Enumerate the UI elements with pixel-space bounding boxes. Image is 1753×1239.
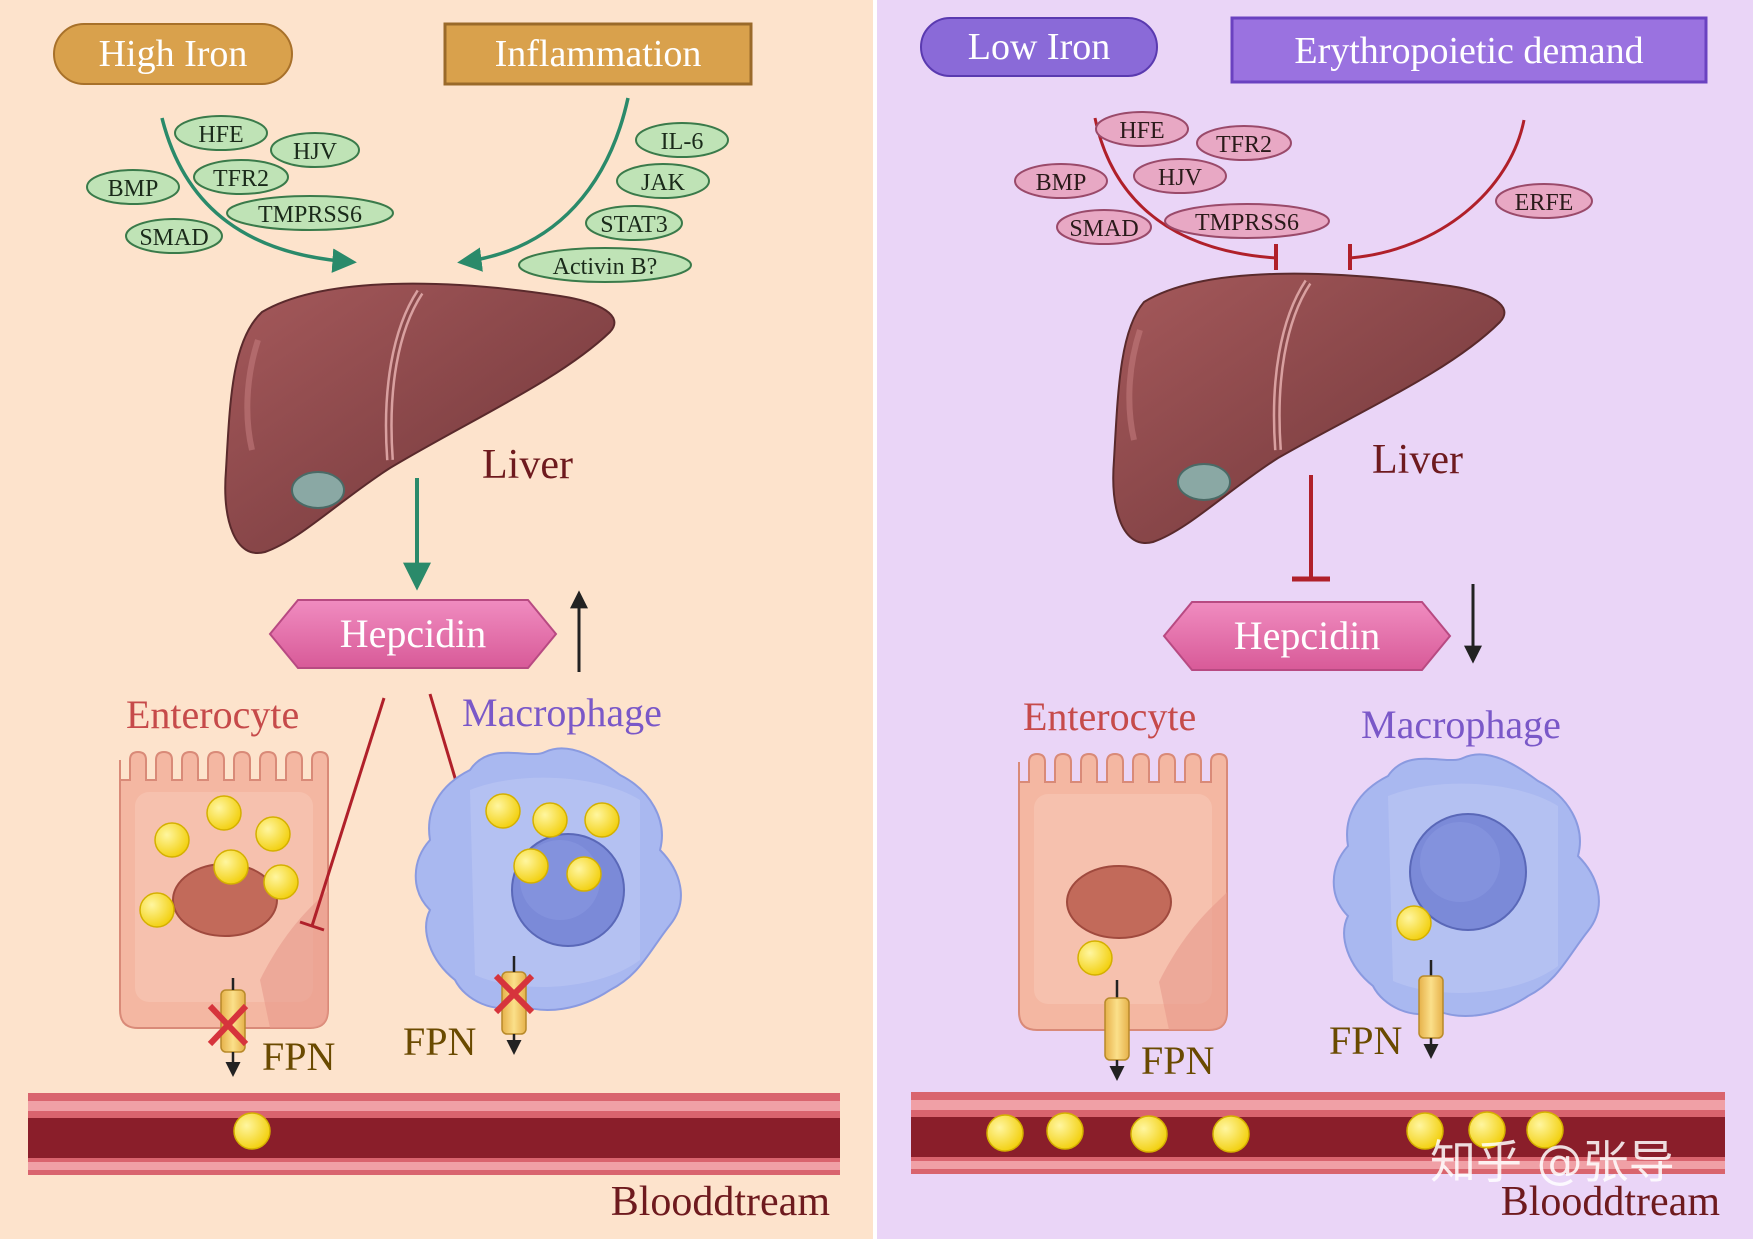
blood-vessel-left — [28, 1093, 840, 1175]
molecule-pill — [1056, 209, 1152, 245]
right-panel: Low Iron Erythropoietic demand HFE TFR2 … — [911, 16, 1725, 1225]
blood-vessel-right — [911, 1092, 1725, 1174]
fpn-macrophage-label: FPN — [403, 1019, 476, 1064]
molecule-pill — [270, 132, 360, 168]
molecule-label: Activin B? — [553, 254, 658, 280]
molecule-label: TFR2 — [213, 166, 269, 192]
molecule-label: TMPRSS6 — [1195, 210, 1299, 236]
molecule-label: SMAD — [1069, 216, 1138, 242]
liver-illustration-right — [1112, 272, 1506, 545]
iron-particles-bloodstream — [986, 1111, 1564, 1153]
hepcidin-label-right: Hepcidin — [1234, 613, 1381, 658]
molecule-label: HFE — [198, 122, 243, 148]
molecule-pill — [616, 163, 710, 199]
badge-erythropoietic-demand — [1230, 16, 1708, 84]
enterocyte-label-right: Enterocyte — [1023, 694, 1196, 739]
iron-particles-macrophage — [485, 793, 620, 892]
badge-inflammation-text: Inflammation — [495, 33, 702, 75]
molecule-label: IL-6 — [661, 129, 704, 155]
badge-erythropoietic-text: Erythropoietic demand — [1294, 30, 1643, 72]
molecule-pill — [1196, 125, 1292, 161]
molecule-pill — [174, 115, 268, 151]
badge-high-iron — [53, 23, 293, 85]
inhibit-erythropoietic-curve — [1349, 119, 1526, 260]
liver-illustration — [224, 282, 616, 555]
molecule-pill — [1014, 163, 1108, 199]
iron-particle — [1396, 905, 1432, 941]
molecule-pill — [125, 218, 223, 254]
molecule-label: JAK — [641, 170, 686, 196]
molecule-label: BMP — [108, 176, 159, 202]
liver-label-right: Liver — [1372, 437, 1463, 483]
arrow-iron-to-liver — [160, 117, 357, 273]
molecule-pill — [193, 159, 289, 195]
molecule-group-erythropoietic: ERFE — [1495, 183, 1593, 219]
molecule-pill — [635, 122, 729, 158]
molecule-label: HJV — [1158, 165, 1203, 191]
bloodstream-label-right: Blooddtream — [1501, 1179, 1721, 1225]
enterocyte-cell-right — [1018, 752, 1228, 1031]
enterocyte-label: Enterocyte — [126, 692, 299, 737]
iron-particle — [233, 1112, 271, 1150]
molecule-pill — [1495, 183, 1593, 219]
molecule-group-inflammation: IL-6 JAK STAT3 Activin B? — [518, 122, 729, 283]
iron-particles-enterocyte — [139, 795, 299, 928]
badge-low-iron-text: Low Iron — [968, 26, 1110, 68]
watermark-text: 知乎 @张导 — [1430, 1135, 1675, 1189]
molecule-label: TFR2 — [1216, 132, 1272, 158]
molecule-group-iron-sensing-right: HFE TFR2 BMP HJV SMAD TMPRSS6 — [1014, 111, 1330, 245]
fpn-macrophage-label-right: FPN — [1329, 1018, 1402, 1063]
inhibit-low-iron-curve — [1093, 117, 1277, 260]
fpn-channel-macrophage-blocked — [493, 956, 535, 1055]
molecule-label: BMP — [1036, 170, 1087, 196]
hepcidin-badge — [268, 599, 558, 669]
bloodstream-label: Blooddtream — [611, 1179, 831, 1225]
molecule-pill — [86, 169, 180, 205]
badge-high-iron-text: High Iron — [99, 33, 248, 75]
arrow-inflammation-to-liver — [457, 97, 630, 272]
badge-inflammation — [443, 22, 753, 86]
molecule-label: TMPRSS6 — [258, 202, 362, 228]
fpn-enterocyte-label: FPN — [262, 1034, 335, 1079]
badge-low-iron — [920, 17, 1158, 77]
macrophage-label: Macrophage — [462, 690, 662, 735]
molecule-label: STAT3 — [600, 212, 667, 238]
molecule-pill — [1133, 158, 1227, 194]
hepcidin-badge-right — [1162, 601, 1452, 671]
molecule-group-iron-sensing: HFE HJV BMP TFR2 TMPRSS6 SMAD — [86, 115, 394, 254]
macrophage-cell-right — [1332, 753, 1600, 1017]
molecule-pill — [1164, 203, 1330, 239]
fpn-channel-enterocyte-blocked — [207, 978, 249, 1077]
liver-label: Liver — [482, 442, 573, 488]
molecule-pill — [585, 205, 683, 241]
inhibit-bar — [299, 920, 325, 932]
molecule-pill — [1095, 111, 1189, 147]
iron-particle — [1077, 940, 1113, 976]
molecule-pill — [518, 247, 692, 283]
molecule-label: SMAD — [139, 225, 208, 251]
molecule-pill — [226, 195, 394, 231]
fpn-enterocyte-label-right: FPN — [1141, 1038, 1214, 1083]
fpn-channel-enterocyte-open — [1104, 980, 1130, 1081]
molecule-label: HFE — [1119, 118, 1164, 144]
molecule-label: HJV — [293, 139, 338, 165]
inhibit-enterocyte-line — [310, 697, 386, 927]
macrophage-label-right: Macrophage — [1361, 702, 1561, 747]
left-panel: High Iron Inflammation HFE HJV BMP TFR2 … — [28, 22, 840, 1225]
hepcidin-label: Hepcidin — [340, 611, 487, 656]
molecule-label: ERFE — [1515, 190, 1574, 216]
fpn-channel-macrophage-open — [1418, 960, 1444, 1059]
